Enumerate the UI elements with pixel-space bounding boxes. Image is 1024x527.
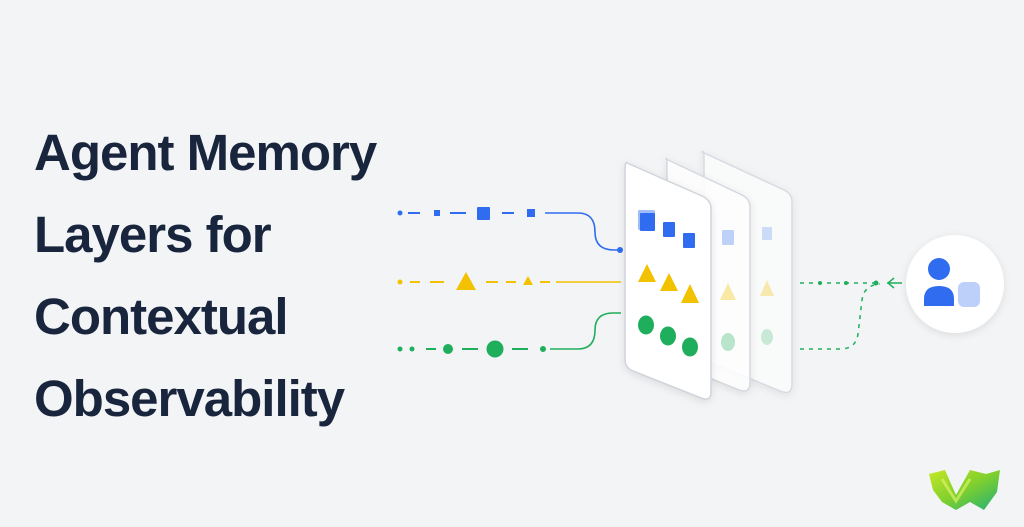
front-layer-square (640, 213, 655, 231)
front-layer-triangle (638, 264, 656, 282)
memory-layer-front (624, 161, 712, 400)
yellow-triangle-small (523, 276, 533, 285)
blue-input-stream (397, 207, 623, 253)
blue-square-large (477, 207, 490, 220)
middle-layer-circle (721, 333, 735, 351)
agent-link-dot (873, 280, 879, 286)
front-layer-triangle (660, 273, 678, 291)
green-dot (409, 346, 415, 352)
blue-dot (397, 210, 403, 216)
blue-connector-end (617, 247, 623, 253)
yellow-triangle-large (456, 272, 476, 290)
back-layer-circle (761, 329, 773, 345)
front-layer-square (663, 222, 675, 237)
yellow-dot (397, 279, 403, 285)
front-layer-circle (638, 315, 654, 335)
arrow-left-icon (886, 277, 902, 289)
front-layer-circle (660, 326, 676, 346)
agent-return-path (800, 283, 881, 350)
middle-layer-square (722, 230, 734, 245)
user-profile-icon (906, 235, 1004, 333)
avatar-circle (906, 235, 1004, 333)
green-dot (397, 346, 403, 352)
avatar-body (924, 286, 954, 306)
agent-link-dot (844, 281, 848, 285)
front-layer-square (683, 233, 695, 248)
avatar-head (928, 258, 950, 280)
agent-connector (800, 277, 902, 350)
yellow-input-stream (397, 272, 621, 290)
front-layer-triangle (681, 284, 699, 303)
green-connector (550, 312, 621, 350)
green-circle-small (540, 346, 546, 352)
agent-link-dot (818, 281, 822, 285)
avatar-data-block (958, 282, 980, 307)
title-line-2: Layers for (34, 206, 272, 263)
back-layer-triangle (760, 280, 774, 296)
back-layer-square (762, 227, 772, 240)
middle-layer-triangle (720, 283, 736, 300)
front-layer-circle (682, 337, 698, 357)
title-line-4: Observability (34, 370, 345, 427)
page-title: Agent Memory Layers for Contextual Obser… (34, 112, 494, 440)
green-circle-large (486, 340, 504, 358)
blue-connector (545, 212, 619, 251)
w-logo (929, 470, 1000, 510)
title-line-1: Agent Memory (34, 124, 377, 181)
blue-square-small (434, 210, 440, 216)
green-circle-medium (443, 344, 453, 354)
title-line-3: Contextual (34, 288, 289, 345)
blue-square-medium (527, 209, 535, 217)
green-input-stream (397, 312, 621, 358)
